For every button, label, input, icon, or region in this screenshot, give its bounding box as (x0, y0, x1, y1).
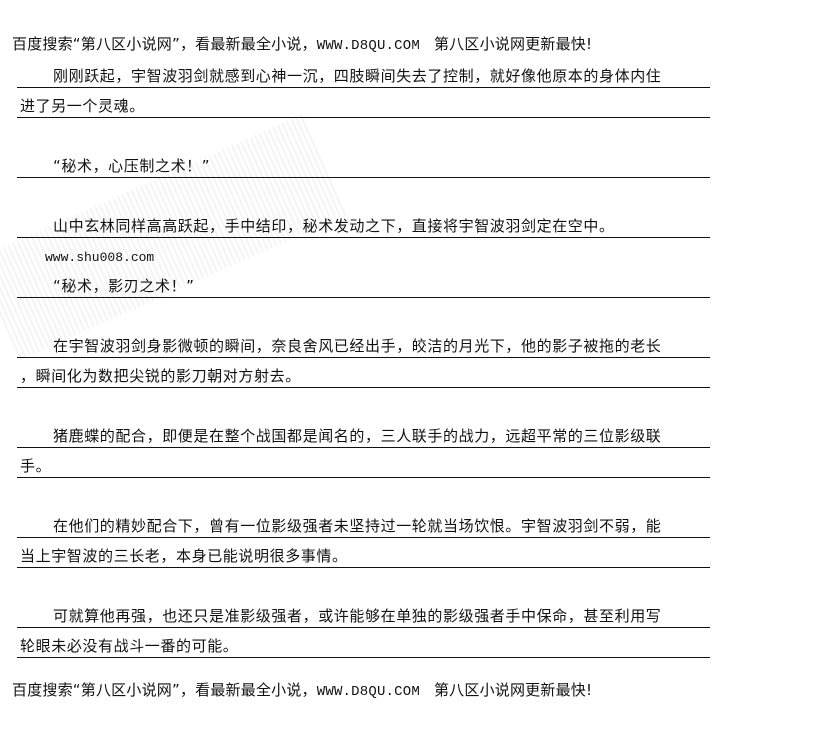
line-text: ，瞬间化为数把尖锐的影刀朝对方射去。 (20, 367, 301, 385)
banner-url-link[interactable]: WWW.D8QU.COM (316, 38, 420, 54)
banner-suffix: 第八区小说网更新最快! (433, 681, 593, 699)
text-line: “秘术，心压制之术！” (17, 155, 710, 178)
banner-prefix: 百度搜索“第八区小说网”，看最新最全小说， (12, 681, 317, 699)
banner-suffix: 第八区小说网更新最快! (433, 35, 593, 53)
banner-url-link[interactable]: WWW.D8QU.COM (316, 684, 420, 700)
text-line: 进了另一个灵魂。 (17, 95, 710, 118)
text-line: 在他们的精妙配合下，曾有一位影级强者未坚持过一轮就当场饮恨。宇智波羽剑不弱，能 (17, 515, 710, 538)
line-text: 在他们的精妙配合下，曾有一位影级强者未坚持过一轮就当场饮恨。宇智波羽剑不弱，能 (53, 517, 662, 535)
text-line: ，瞬间化为数把尖锐的影刀朝对方射去。 (17, 365, 710, 388)
text-line: 当上宇智波的三长老，本身已能说明很多事情。 (17, 545, 710, 568)
inline-url-text: www.shu008.com (45, 250, 155, 265)
text-line: 在宇智波羽剑身影微顿的瞬间，奈良舍风已经出手，皎洁的月光下，他的影子被拖的老长 (17, 335, 710, 358)
line-text: 进了另一个灵魂。 (20, 97, 145, 115)
line-text: 猪鹿蝶的配合，即便是在整个战国都是闻名的，三人联手的战力，远超平常的三位影级联 (53, 427, 662, 445)
line-text: 手。 (20, 457, 52, 475)
line-text: 山中玄林同样高高跃起，手中结印，秘术发动之下，直接将宇智波羽剑定在空中。 (53, 217, 615, 235)
text-line: “秘术，影刃之术！” (17, 275, 710, 298)
footer-banner: 百度搜索“第八区小说网”，看最新最全小说，WWW.D8QU.COM 第八区小说网更… (12, 680, 592, 702)
line-text: “秘术，心压制之术！” (53, 157, 211, 175)
text-line: 刚刚跃起，宇智波羽剑就感到心神一沉，四肢瞬间失去了控制，就好像他原本的身体内住 (17, 65, 710, 88)
banner-prefix: 百度搜索“第八区小说网”，看最新最全小说， (12, 35, 317, 53)
text-line: 轮眼未必没有战斗一番的可能。 (17, 635, 710, 658)
text-line: 山中玄林同样高高跃起，手中结印，秘术发动之下，直接将宇智波羽剑定在空中。 (17, 215, 710, 238)
line-text: 当上宇智波的三长老，本身已能说明很多事情。 (20, 547, 348, 565)
header-banner: 百度搜索“第八区小说网”，看最新最全小说，WWW.D8QU.COM 第八区小说网更… (12, 34, 592, 56)
line-text: “秘术，影刃之术！” (53, 277, 195, 295)
line-text: 在宇智波羽剑身影微顿的瞬间，奈良舍风已经出手，皎洁的月光下，他的影子被拖的老长 (53, 337, 662, 355)
line-text: 刚刚跃起，宇智波羽剑就感到心神一沉，四肢瞬间失去了控制，就好像他原本的身体内住 (53, 67, 662, 85)
line-text: 轮眼未必没有战斗一番的可能。 (20, 637, 239, 655)
text-line: 猪鹿蝶的配合，即便是在整个战国都是闻名的，三人联手的战力，远超平常的三位影级联 (17, 425, 710, 448)
text-line: 可就算他再强，也还只是准影级强者，或许能够在单独的影级强者手中保命，甚至利用写 (17, 605, 710, 628)
text-line: 手。 (17, 455, 710, 478)
line-text: 可就算他再强，也还只是准影级强者，或许能够在单独的影级强者手中保命，甚至利用写 (53, 607, 662, 625)
